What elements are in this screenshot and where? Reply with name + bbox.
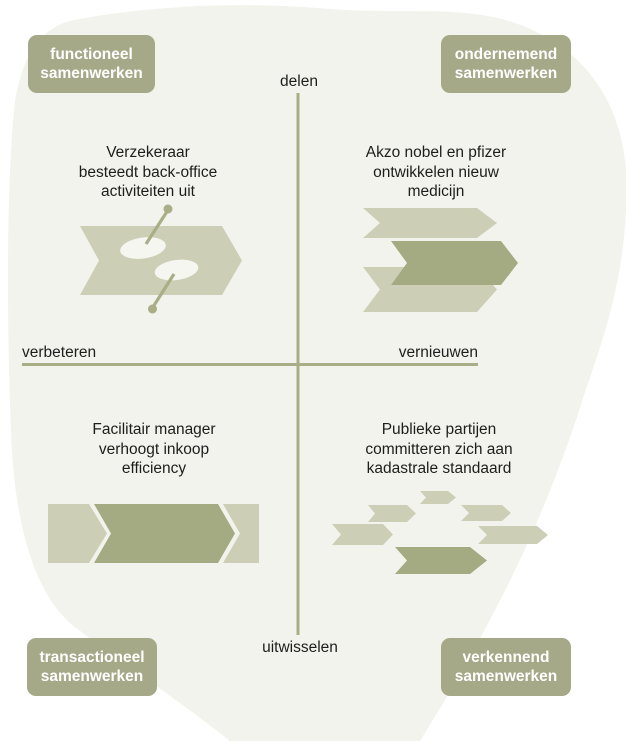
caption-bottom-left: Facilitair manager verhoogt inkoop effic… xyxy=(49,420,259,479)
chevron-arrow-shape xyxy=(478,526,548,544)
arrow-segment-end xyxy=(223,504,259,563)
pin-dot xyxy=(148,304,157,314)
chevron-arrow-shape-dark xyxy=(395,547,487,574)
alliance-arrows-graphic xyxy=(363,208,518,312)
cutout-ellipse xyxy=(154,259,199,281)
badge-verkennend-samenwerken: verkennend samenwerken xyxy=(441,638,571,696)
caption-line: Publieke partijen xyxy=(381,421,497,438)
chain-arrow-graphic xyxy=(48,504,259,563)
badge-line: samenwerken xyxy=(454,668,558,685)
caption-line: efficiency xyxy=(121,460,187,477)
caption-line: besteedt back-office xyxy=(78,163,218,181)
badge-ondernemend-samenwerken: ondernemend samenwerken xyxy=(441,35,571,93)
arrow-segment-start xyxy=(48,504,107,563)
banner-arrow-shape xyxy=(80,226,242,295)
badge-line: ondernemend xyxy=(454,46,558,63)
axis-lines xyxy=(22,93,478,635)
caption-line: medicijn xyxy=(407,183,465,200)
caption-line: ontwikkelen nieuw xyxy=(373,163,499,181)
caption-line: committeren zich aan xyxy=(365,440,513,458)
caption-line: Facilitair manager xyxy=(92,421,216,438)
chevron-arrow-shape xyxy=(332,524,393,545)
badge-functioneel-samenwerken: functioneel samenwerken xyxy=(28,35,155,93)
caption-line: Akzo nobel en pfizer xyxy=(365,144,507,161)
chevron-arrow-shape xyxy=(420,491,456,504)
badge-line: samenwerken xyxy=(454,65,558,82)
caption-line: verhoogt inkoop xyxy=(98,440,210,458)
caption-bottom-right: Publieke partijen committeren zich aan k… xyxy=(334,420,544,479)
chevron-arrow-shape-dark xyxy=(94,504,235,563)
badge-line: functioneel xyxy=(50,46,133,63)
badge-line: samenwerken xyxy=(40,668,144,685)
chevron-arrow-shape xyxy=(368,505,416,522)
outsourcing-arrow-graphic xyxy=(80,204,242,314)
axis-label-left: verbeteren xyxy=(22,344,97,361)
caption-top-right: Akzo nobel en pfizer ontwikkelen nieuw m… xyxy=(331,143,541,202)
network-arrows-graphic xyxy=(332,491,548,574)
pin-dot xyxy=(163,204,173,214)
badge-transactioneel-samenwerken: transactioneel samenwerken xyxy=(27,638,157,696)
chevron-arrow-shape xyxy=(461,505,511,521)
axis-label-right: vernieuwen xyxy=(398,344,478,361)
axis-label-top: delen xyxy=(280,73,318,90)
chevron-arrow-shape xyxy=(363,208,497,238)
caption-line: kadastrale standaard xyxy=(366,460,512,477)
caption-top-left: Verzekeraar besteedt back-office activit… xyxy=(43,143,253,202)
pin-line xyxy=(144,209,170,245)
caption-line: Verzekeraar xyxy=(106,144,190,161)
caption-line: activiteiten uit xyxy=(101,183,195,200)
pin-line xyxy=(151,273,176,308)
axis-label-bottom: uitwisselen xyxy=(262,639,338,656)
badge-line: transactioneel xyxy=(39,649,145,666)
badge-line: verkennend xyxy=(462,649,550,666)
cutout-ellipse xyxy=(120,237,166,259)
background-blob xyxy=(7,5,626,741)
badge-line: samenwerken xyxy=(40,65,143,82)
chevron-arrow-shape-dark xyxy=(391,241,518,285)
